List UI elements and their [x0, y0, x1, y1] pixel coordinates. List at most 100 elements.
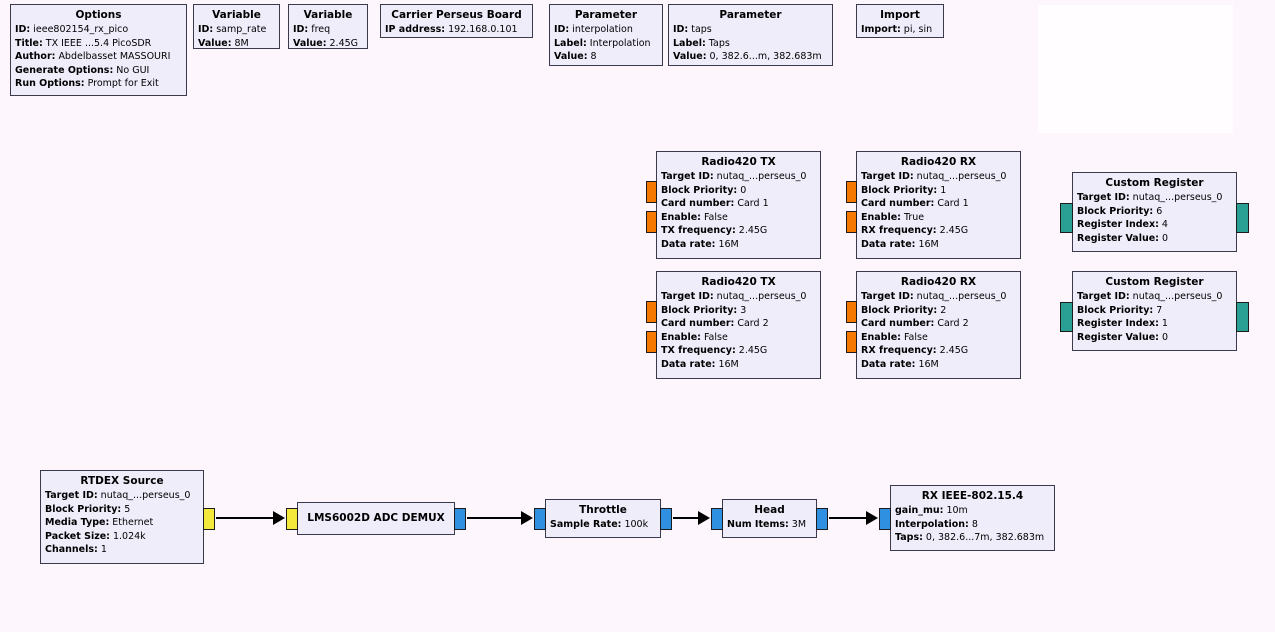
param-value: Taps — [708, 37, 730, 49]
connection-head-to-rx[interactable] — [829, 511, 878, 525]
input-port[interactable] — [846, 211, 857, 233]
input-port[interactable] — [646, 331, 657, 353]
block-variable-freq[interactable]: Variable ID:freq Value:2.45G — [288, 4, 368, 49]
block-radio420-rx-card1[interactable]: Radio420 RX Target ID:nutaq_...perseus_0… — [846, 151, 1021, 259]
arrowhead-icon — [866, 511, 878, 525]
block-param: Block Priority:1 — [861, 184, 1016, 198]
input-port[interactable] — [1060, 203, 1073, 233]
param-value: 16M — [918, 358, 939, 370]
input-port[interactable] — [846, 181, 857, 203]
param-key: Register Value: — [1077, 232, 1159, 244]
block-param: Card number:Card 2 — [861, 317, 1016, 331]
input-port[interactable] — [846, 331, 857, 353]
block-param: ID:interpolation — [554, 23, 658, 37]
block-custom-register-index1[interactable]: Custom Register Target ID:nutaq_...perse… — [1060, 271, 1249, 351]
param-key: Block Priority: — [1077, 304, 1154, 316]
connection-throttle-to-head[interactable] — [673, 511, 710, 525]
param-value: Ethernet — [112, 517, 154, 528]
block-param: Enable:True — [861, 211, 1016, 225]
output-port[interactable] — [454, 508, 466, 530]
param-key: Channels: — [45, 544, 98, 555]
block-options[interactable]: Options ID:ieee802154_rx_pico Title:TX I… — [10, 4, 187, 96]
block-parameter-taps[interactable]: Parameter ID:taps Label:Taps Value:0, 38… — [668, 4, 833, 66]
input-port[interactable] — [1060, 302, 1073, 332]
param-value: 5 — [124, 503, 131, 515]
block-param: Import:pi, sin — [861, 23, 939, 37]
param-key: Enable: — [861, 211, 901, 223]
param-key: Enable: — [661, 211, 701, 223]
block-title: Head — [754, 504, 785, 516]
param-key: gain_mu: — [895, 505, 944, 516]
input-port[interactable] — [646, 181, 657, 203]
block-param: gain_mu:10m — [895, 504, 1050, 518]
block-param: Target ID:nutaq_...perseus_0 — [1077, 290, 1232, 304]
block-param: Target ID:nutaq_...perseus_0 — [861, 290, 1016, 304]
param-key: Target ID: — [45, 490, 98, 501]
input-port[interactable] — [879, 508, 891, 530]
block-rx-ieee-802-15-4[interactable]: RX IEEE-802.15.4 gain_mu:10m Interpolati… — [879, 485, 1055, 551]
block-lms6002d-adc-demux[interactable]: LMS6002D ADC DEMUX — [286, 502, 466, 535]
block-title: Radio420 RX — [900, 156, 977, 168]
connection-rtdex-to-demux[interactable] — [216, 511, 285, 525]
block-import[interactable]: Import Import:pi, sin — [856, 4, 944, 38]
block-parameter-interpolation[interactable]: Parameter ID:interpolation Label:Interpo… — [549, 4, 663, 66]
block-title: Import — [880, 9, 920, 21]
block-title: Custom Register — [1105, 276, 1204, 288]
block-param: Enable:False — [661, 331, 816, 345]
block-throttle[interactable]: Throttle Sample Rate:100k — [534, 499, 672, 538]
block-param: TX frequency:2.45G — [661, 344, 816, 358]
block-radio420-rx-card2[interactable]: Radio420 RX Target ID:nutaq_...perseus_0… — [846, 271, 1021, 379]
param-key: Title: — [15, 37, 43, 49]
block-title: Radio420 TX — [701, 276, 776, 288]
input-port[interactable] — [646, 211, 657, 233]
block-param: Register Index:4 — [1077, 218, 1232, 232]
input-port[interactable] — [646, 301, 657, 323]
connection-demux-to-throttle[interactable] — [467, 511, 533, 525]
param-value: 16M — [918, 238, 939, 250]
input-port[interactable] — [534, 508, 546, 530]
param-value: 4 — [1161, 219, 1168, 230]
input-port[interactable] — [286, 508, 298, 530]
block-custom-register-index4[interactable]: Custom Register Target ID:nutaq_...perse… — [1060, 172, 1249, 252]
output-port[interactable] — [1236, 302, 1249, 332]
block-variable-samp-rate[interactable]: Variable ID:samp_rate Value:8M — [193, 4, 280, 49]
output-port[interactable] — [203, 508, 215, 530]
param-value: nutaq_...perseus_0 — [100, 490, 191, 501]
param-value: nutaq_...perseus_0 — [1132, 291, 1223, 302]
block-param: Data rate:16M — [861, 358, 1016, 372]
input-port[interactable] — [711, 508, 723, 530]
param-value: 0 — [1161, 331, 1168, 343]
block-title: Parameter — [719, 9, 782, 21]
param-value: nutaq_...perseus_0 — [916, 171, 1007, 182]
param-value: 192.168.0.101 — [448, 24, 518, 35]
input-port[interactable] — [846, 301, 857, 323]
param-key: Taps: — [895, 532, 923, 543]
param-key: Card number: — [661, 198, 735, 209]
param-value: TX IEEE ...5.4 PicoSDR — [45, 37, 152, 49]
output-port[interactable] — [660, 508, 672, 530]
param-key: Target ID: — [661, 291, 714, 302]
block-head[interactable]: Head Num Items:3M — [711, 499, 828, 538]
param-key: Register Index: — [1077, 318, 1159, 329]
block-title: Radio420 TX — [701, 156, 776, 168]
block-param: RX frequency:2.45G — [861, 224, 1016, 238]
param-key: Value: — [554, 51, 588, 62]
block-radio420-tx-card2[interactable]: Radio420 TX Target ID:nutaq_...perseus_0… — [646, 271, 821, 379]
block-param: RX frequency:2.45G — [861, 344, 1016, 358]
param-value: 2.45G — [939, 345, 969, 356]
param-value: Card 2 — [737, 318, 769, 329]
block-carrier-perseus-board[interactable]: Carrier Perseus Board IP address:192.168… — [380, 4, 533, 38]
block-radio420-tx-card1[interactable]: Radio420 TX Target ID:nutaq_...perseus_0… — [646, 151, 821, 259]
block-param: Target ID:nutaq_...perseus_0 — [861, 170, 1016, 184]
param-value: 3M — [791, 519, 807, 530]
block-param: Title:TX IEEE ...5.4 PicoSDR — [15, 37, 182, 51]
output-port[interactable] — [816, 508, 828, 530]
block-title: Parameter — [574, 9, 638, 21]
block-rtdex-source[interactable]: RTDEX Source Target ID:nutaq_...perseus_… — [40, 470, 215, 564]
param-key: Card number: — [861, 198, 935, 209]
param-value: 1.024k — [112, 530, 146, 542]
block-param: Card number:Card 2 — [661, 317, 816, 331]
output-port[interactable] — [1236, 203, 1249, 233]
block-title: RTDEX Source — [80, 475, 164, 487]
